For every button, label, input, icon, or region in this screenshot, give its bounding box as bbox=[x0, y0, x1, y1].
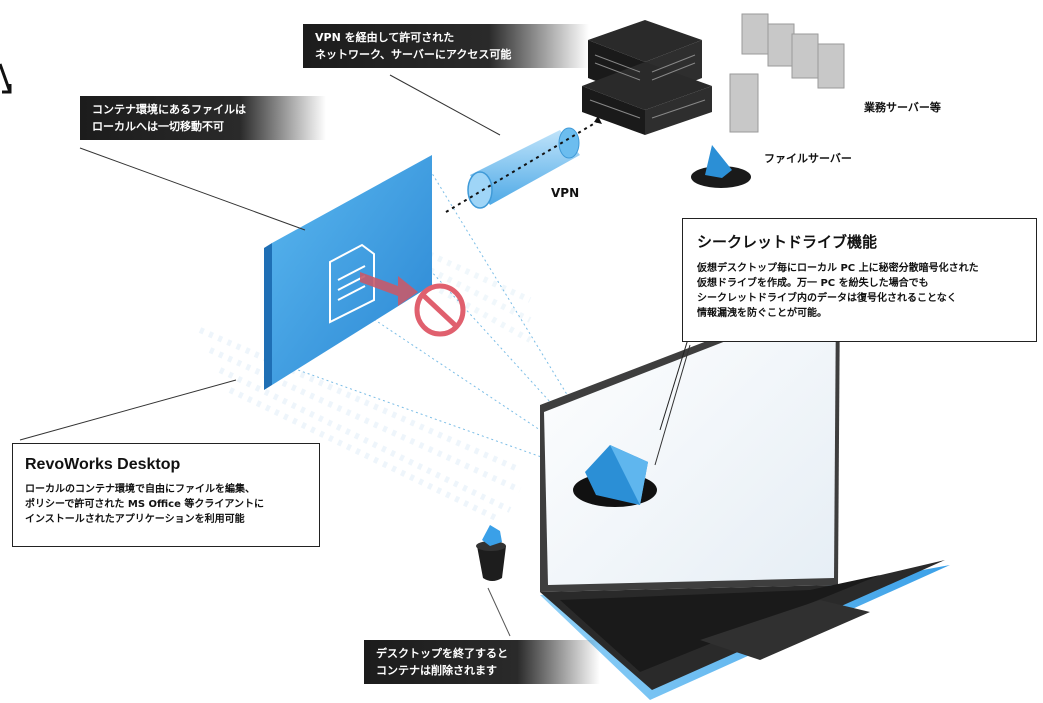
binary-pattern bbox=[198, 247, 532, 523]
container-callout-line bbox=[79, 147, 306, 231]
laptop bbox=[540, 290, 950, 700]
secret-callout-line bbox=[654, 344, 691, 466]
revoworks-box: RevoWorks Desktop ローカルのコンテナ環境で自由にファイルを編集… bbox=[12, 443, 320, 547]
vpn-dotted-line bbox=[445, 119, 601, 213]
business-servers-label: 業務サーバー等 bbox=[864, 101, 941, 114]
revoworks-line-2: ポリシーで許可された MS Office 等クライアントに bbox=[25, 499, 264, 510]
revoworks-line-1: ローカルのコンテナ環境で自由にファイルを編集、 bbox=[25, 484, 255, 495]
datacenter-icon bbox=[582, 20, 712, 135]
trash-callout-line-1: デスクトップを終了すると bbox=[376, 647, 508, 660]
trash-callout-line-2: コンテナは削除されます bbox=[376, 664, 497, 677]
vpn-callout-line bbox=[389, 74, 501, 136]
arrow-icon bbox=[0, 63, 12, 94]
container-callout: コンテナ環境にあるファイルは ローカルへは一切移動不可 bbox=[80, 96, 326, 140]
container-callout-line-2: ローカルへは一切移動不可 bbox=[92, 120, 224, 133]
secret-drive-line-3: シークレットドライブ内のデータは復号化されることなく bbox=[697, 293, 957, 304]
secret-drive-box: シークレットドライブ機能 仮想デスクトップ毎にローカル PC 上に秘密分散暗号化… bbox=[682, 218, 1037, 342]
trash-icon bbox=[476, 525, 506, 581]
prohibited-icon bbox=[414, 283, 466, 337]
container-callout-line-1: コンテナ環境にあるファイルは bbox=[92, 103, 246, 116]
vpn-callout-line-1: VPN を経由して許可された bbox=[315, 31, 455, 44]
arrowhead-icon bbox=[594, 116, 602, 124]
revoworks-callout-line bbox=[19, 379, 237, 441]
document-icon bbox=[329, 243, 375, 324]
vpn-callout-line-2: ネットワーク、サーバーにアクセス可能 bbox=[315, 48, 512, 61]
revoworks-line-3: インストールされたアプリケーションを利用可能 bbox=[25, 514, 245, 525]
secret-drive-title: シークレットドライブ機能 bbox=[697, 233, 878, 251]
move-arrow-icon bbox=[360, 272, 418, 306]
file-server-icon bbox=[705, 145, 732, 178]
file-server-label: ファイルサーバー bbox=[764, 152, 852, 165]
vpn-label: VPN bbox=[551, 186, 580, 200]
revoworks-title: RevoWorks Desktop bbox=[25, 456, 181, 473]
servers-icon bbox=[729, 13, 845, 133]
secret-drive-line-2: 仮想ドライブを作成。万一 PC を紛失した場合でも bbox=[697, 278, 929, 289]
trash-callout-line bbox=[487, 587, 511, 637]
container-panel bbox=[264, 155, 432, 390]
vpn-callout: VPN を経由して許可された ネットワーク、サーバーにアクセス可能 bbox=[303, 24, 589, 68]
trash-callout: デスクトップを終了すると コンテナは削除されます bbox=[364, 640, 600, 684]
secret-drive-line-1: 仮想デスクトップ毎にローカル PC 上に秘密分散暗号化された bbox=[697, 263, 979, 274]
secret-drive-line-4: 情報漏洩を防ぐことが可能。 bbox=[697, 308, 827, 319]
